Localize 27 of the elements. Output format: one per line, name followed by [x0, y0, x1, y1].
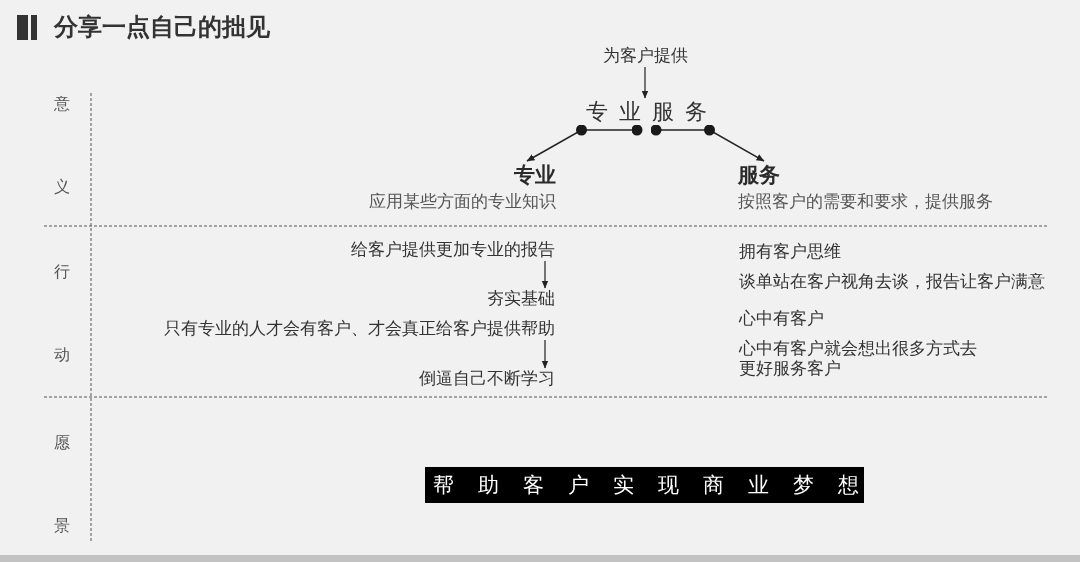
note-text: 拥有客户思维 — [739, 243, 841, 260]
row-label: 愿 — [54, 435, 70, 451]
category-heading: 服务 — [738, 165, 780, 186]
banner: 帮助客户实现商业梦想 — [425, 467, 864, 503]
definition-text: 应用某些方面的专业知识 — [369, 193, 556, 210]
arrow — [651, 125, 765, 162]
note-text: 心中有客户 — [739, 310, 824, 327]
step-text: 倒逼自己不断学习 — [419, 370, 555, 387]
step-text: 夯实基础 — [487, 290, 555, 307]
row-label: 动 — [54, 347, 70, 363]
row-label: 行 — [54, 264, 70, 280]
keyword-text: 专业服务 — [585, 101, 707, 123]
definition-text: 按照客户的需要和要求，提供服务 — [738, 193, 993, 210]
caption-text: 为客户提供 — [602, 47, 688, 64]
arrow — [541, 260, 549, 289]
arrow — [541, 339, 549, 369]
note-text: 心中有客户就会想出很多方式去更好服务客户 — [739, 338, 978, 378]
step-text: 只有专业的人才会有客户、才会真正给客户提供帮助 — [164, 320, 555, 337]
title: 分享一点自己的拙见 — [54, 15, 270, 39]
step-text: 给客户提供更加专业的报告 — [351, 241, 555, 258]
row-label: 意 — [54, 96, 70, 112]
note-text: 谈单站在客户视角去谈，报告让客户满意 — [739, 273, 1045, 290]
row-label: 义 — [54, 179, 70, 195]
category-heading: 专业 — [514, 165, 556, 186]
arrow — [641, 66, 649, 99]
row-label: 景 — [54, 518, 70, 534]
arrow — [526, 125, 643, 162]
